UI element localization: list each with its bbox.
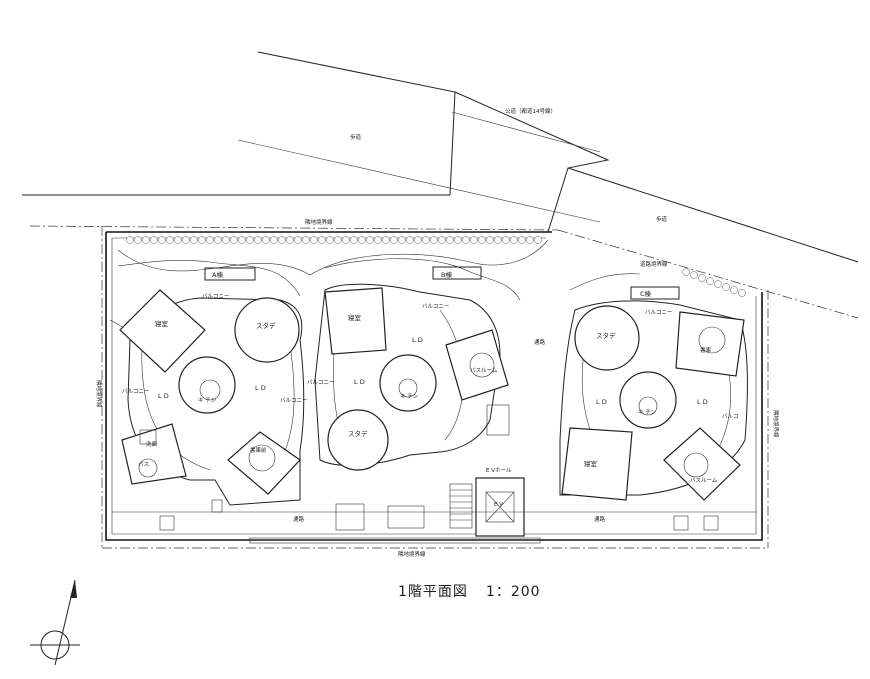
neighbor-boundary-right-label: 隣地境界線 — [772, 410, 780, 438]
a-balcony-top-label: バルコニー — [202, 293, 229, 300]
b-balcony-top-label: バルコニー — [422, 303, 449, 310]
sidewalk-right-label: 歩道 — [656, 215, 668, 223]
building-b-tag: B棟 — [441, 270, 452, 279]
neighbor-boundary-top-label: 隣地境界線 — [305, 218, 333, 226]
caption-title: 1階平面図 — [398, 584, 468, 600]
a-bedroom-label: 寝室 — [155, 319, 169, 328]
ev-label: E V — [494, 502, 503, 508]
road-label: 公道（都道14号線） — [505, 107, 556, 115]
neighbor-boundary-left-label: 隣地境界線 — [95, 380, 103, 408]
site-boundary: 隣地境界線 隣地境界線 道路境界線 隣地境界線 隣地境界線 — [29, 218, 859, 558]
a-balcony-left-label: バルコニー — [122, 388, 149, 395]
passage-3-label: 通路 — [534, 338, 546, 346]
b-ld2-label: L D — [354, 378, 365, 386]
building-c-tag: C棟 — [640, 289, 652, 298]
road-boundary-label: 道路境界線 — [640, 260, 668, 268]
c-bedroom-label: 寝室 — [584, 459, 598, 468]
c-study-label: スタデ — [596, 331, 616, 340]
c-storage-label: 書庫 — [700, 346, 712, 354]
a-storage-label: 書庫前 — [250, 446, 267, 454]
a-balcony-right-label: バルコニー — [280, 397, 307, 404]
caption-scale: 1：200 — [485, 584, 541, 600]
c-bathroom-label: バスルーム — [690, 477, 718, 484]
street-area: 歩道 公道（都道14号線） 歩道 — [22, 51, 859, 263]
c-balcony-right-label: バルコ — [722, 413, 738, 420]
a-washroom-label: 洗面 — [146, 440, 158, 448]
building-b: B棟 寝室 バルコニー L D L D キ チン スタデ バルコニー バスルーム — [307, 266, 510, 471]
a-kitchen-label: キ チン — [198, 397, 217, 404]
c-ld-label: L D — [596, 398, 607, 406]
b-bathroom-label: バスルーム — [470, 367, 498, 374]
tree-row — [126, 236, 746, 297]
common-core: 通路 通路 通路 E Vホール E V — [112, 338, 756, 537]
site-wall — [105, 231, 763, 544]
c-ld2-label: L D — [697, 398, 708, 406]
ev-hall-label: E Vホール — [486, 467, 512, 474]
neighbor-boundary-bottom-label: 隣地境界線 — [398, 550, 426, 558]
passage-2-label: 通路 — [594, 515, 606, 523]
building-c: C棟 スタデ バルコニー 書庫 L D L D キ チン バルコ 寝室 バスルー… — [559, 286, 748, 501]
north-compass — [30, 579, 80, 666]
drawing-caption: 1階平面図 1：200 — [398, 581, 541, 601]
sidewalk-left-label: 歩道 — [350, 133, 362, 141]
b-balcony-left-label: バルコニー — [307, 379, 334, 386]
a-ld2-label: L D — [255, 384, 266, 392]
b-bedroom-label: 寝室 — [348, 313, 362, 322]
building-a-tag: A棟 — [212, 270, 223, 279]
c-balcony-top-label: バルコニー — [645, 309, 672, 316]
passage-1-label: 通路 — [293, 515, 305, 523]
c-kitchen-label: キ チン — [638, 409, 657, 416]
b-study-label: スタデ — [348, 429, 368, 438]
a-study-label: スタデ — [256, 321, 276, 330]
b-kitchen-label: キ チン — [400, 393, 419, 400]
a-bath-label: バス — [138, 461, 149, 468]
building-a: A棟 寝室 バルコニー スタデ L D L D キ チン バルコニー バルコニー… — [119, 267, 307, 506]
b-ld-label: L D — [412, 336, 423, 344]
a-ld-label: L D — [158, 392, 169, 400]
